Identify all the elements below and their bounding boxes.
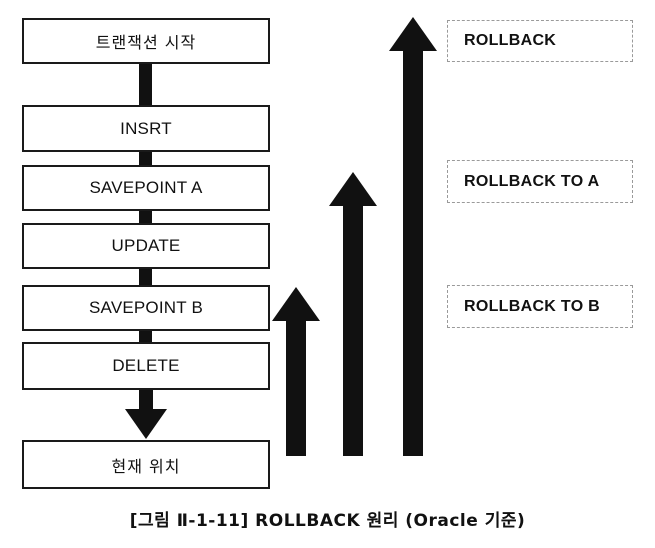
rollback-arrow-head <box>389 17 437 51</box>
flow-box-current-position: 현재 위치 <box>22 440 270 489</box>
rollback-label-box-rollback-to-b: ROLLBACK TO B <box>447 285 633 328</box>
rollback-label-text: ROLLBACK TO B <box>464 297 601 315</box>
flow-box-update: UPDATE <box>22 223 270 269</box>
flow-box-insrt: INSRT <box>22 105 270 152</box>
rollback-to-a-arrow-shaft <box>343 201 363 456</box>
connector-insrt-to-savepoint-a <box>139 150 152 168</box>
rollback-to-b-arrow-head <box>272 287 320 321</box>
rollback-to-a-arrow <box>329 172 377 456</box>
rollback-arrow <box>389 17 437 456</box>
connector-savepoint-b-to-delete <box>139 329 152 344</box>
rollback-label-text: ROLLBACK TO A <box>464 172 600 190</box>
flow-box-label: 트랜잭션 시작 <box>95 33 197 52</box>
rollback-to-a-arrow-head <box>329 172 377 206</box>
figure-caption: [그림 Ⅱ-1-11] ROLLBACK 원리 (Oracle 기준) <box>129 511 526 531</box>
flow-box-label: DELETE <box>112 356 180 375</box>
flow-box-label: 현재 위치 <box>111 456 181 476</box>
flow-box-label: SAVEPOINT B <box>89 298 203 317</box>
connector-update-to-savepoint-b <box>139 267 152 285</box>
flow-box-label: INSRT <box>120 118 172 138</box>
flow-down-arrow <box>125 389 167 441</box>
flow-box-label: SAVEPOINT A <box>89 178 203 197</box>
flow-box-delete: DELETE <box>22 342 270 390</box>
down-arrow-shaft <box>139 389 153 411</box>
rollback-to-b-arrow-shaft <box>286 316 306 456</box>
rollback-to-b-arrow <box>272 287 320 456</box>
connector-start-to-insrt <box>139 62 152 108</box>
flow-box-savepoint-b: SAVEPOINT B <box>22 285 270 331</box>
rollback-label-box-rollback: ROLLBACK <box>447 20 633 62</box>
flow-box-transaction-start: 트랜잭션 시작 <box>22 18 270 64</box>
rollback-label-text: ROLLBACK <box>464 32 557 49</box>
rollback-label-box-rollback-to-a: ROLLBACK TO A <box>447 160 633 203</box>
connector-savepoint-a-to-update <box>139 209 152 225</box>
flow-box-savepoint-a: SAVEPOINT A <box>22 165 270 211</box>
rollback-arrow-shaft <box>403 46 423 456</box>
down-arrow-head <box>125 409 167 439</box>
flow-box-label: UPDATE <box>111 236 181 255</box>
